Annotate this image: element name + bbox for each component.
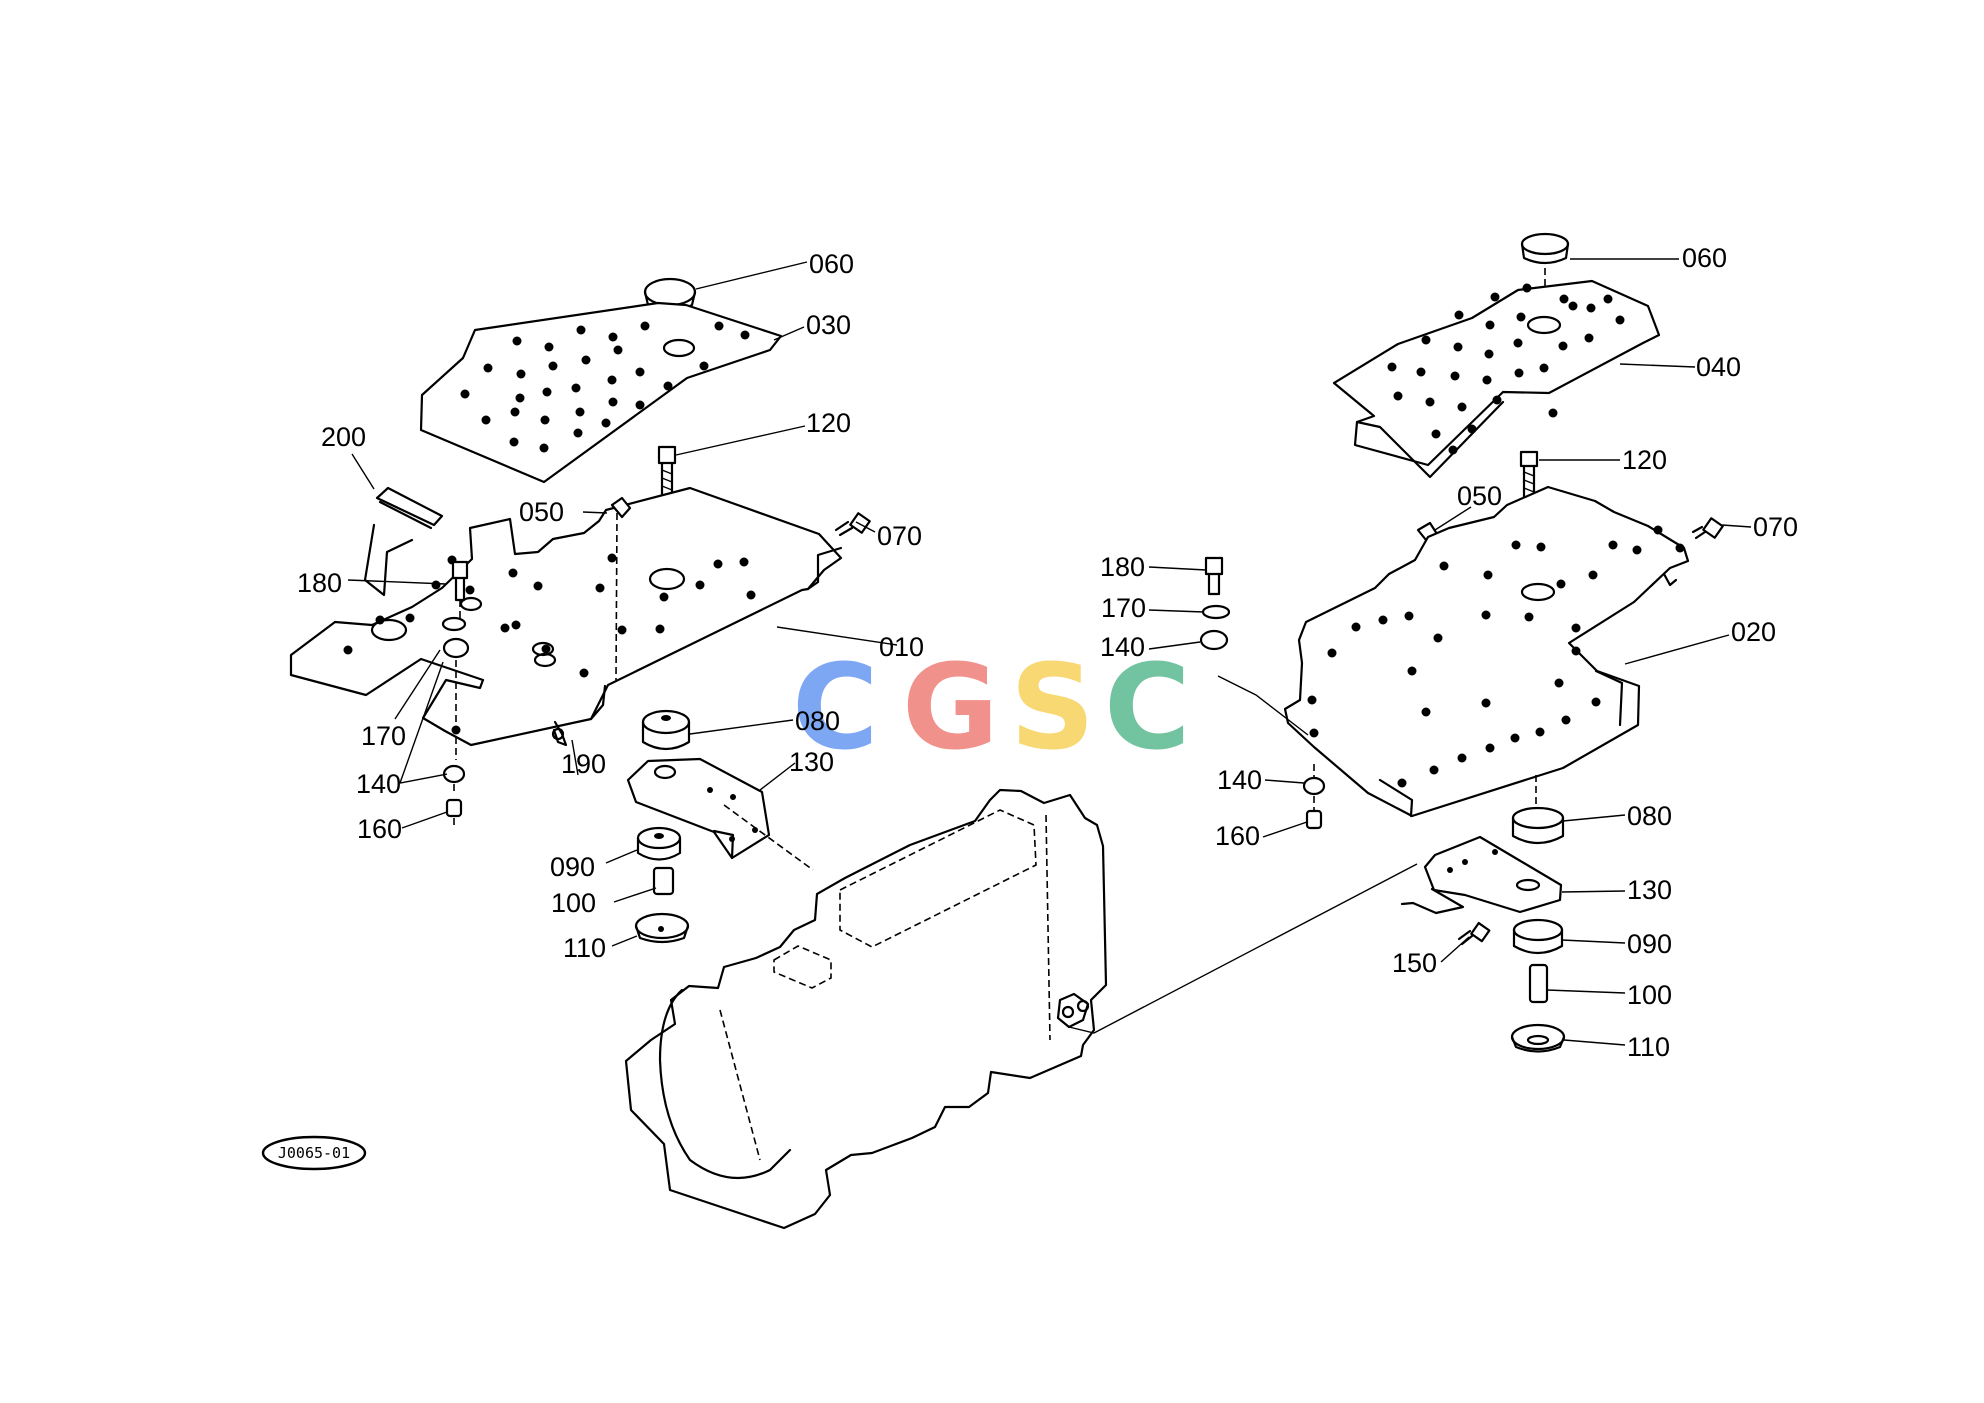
callout-110-right: 110	[1627, 1032, 1670, 1062]
callout-190: 190	[561, 749, 606, 779]
hardware-stack-right	[1199, 556, 1309, 736]
callout-080-left: 080	[795, 706, 840, 736]
step-mat-left-part	[419, 301, 783, 484]
leader-lines	[347, 258, 1752, 1046]
callout-160-right: 160	[1215, 821, 1260, 851]
step-plate-left-part	[289, 486, 843, 747]
callout-100-left: 100	[551, 888, 596, 918]
callout-200: 200	[321, 422, 366, 452]
callout-160-left: 160	[357, 814, 402, 844]
watermark: C G S C	[792, 638, 1191, 776]
hardware-lower-right	[1302, 764, 1326, 830]
callout-140-right-lower: 140	[1217, 765, 1262, 795]
callout-010: 010	[879, 632, 924, 662]
cushion-stack-right	[1510, 918, 1566, 1053]
rubber-cushion-080-right	[1511, 775, 1565, 845]
callouts-left: 060 030 120 200 050 070 180 010 170 080 …	[297, 249, 924, 963]
bolt-150-right	[1457, 921, 1491, 946]
bolt-070-left	[834, 512, 871, 537]
left-step-assembly	[289, 277, 871, 944]
callout-070-left: 070	[877, 521, 922, 551]
bracket-200	[363, 486, 444, 597]
callout-050-right: 050	[1457, 481, 1502, 511]
callout-020: 020	[1731, 617, 1776, 647]
callout-140-right: 140	[1100, 632, 1145, 662]
callout-080-right: 080	[1627, 801, 1672, 831]
callout-060-right: 060	[1682, 243, 1727, 273]
callout-100-right: 100	[1627, 980, 1672, 1010]
callout-130-right: 130	[1627, 875, 1672, 905]
callout-050-left: 050	[519, 497, 564, 527]
transmission-housing-part	[624, 788, 1108, 1230]
step-mat-right-part	[1332, 279, 1661, 479]
callout-170-right: 170	[1101, 593, 1146, 623]
watermark-letter-1: C	[792, 638, 879, 776]
callouts-right: 060 040 120 050 070 180 170 140 020 140 …	[1100, 243, 1798, 1062]
callout-170-left: 170	[361, 721, 406, 751]
callout-090-left: 090	[550, 852, 595, 882]
bracket-190	[551, 720, 568, 747]
watermark-letter-2: G	[902, 638, 999, 776]
cushion-stack-left	[634, 826, 690, 944]
step-mat-right-holes	[1387, 283, 1625, 455]
callout-040: 040	[1696, 352, 1741, 382]
callout-150: 150	[1392, 948, 1437, 978]
reference-code: J0065-01	[278, 1144, 350, 1162]
callout-030: 030	[806, 310, 851, 340]
hardware-stack-left	[441, 496, 632, 826]
callout-070-right: 070	[1753, 512, 1798, 542]
connector-line	[1068, 863, 1418, 1034]
callout-130-left: 130	[789, 747, 834, 777]
mount-bracket-130-left	[626, 757, 771, 860]
reference-code-badge: J0065-01	[261, 1135, 367, 1171]
callout-180-left: 180	[297, 568, 342, 598]
callout-120-left: 120	[806, 408, 851, 438]
callout-180-right: 180	[1100, 552, 1145, 582]
right-step-assembly	[1068, 232, 1724, 1053]
rubber-cap-part-right	[1520, 232, 1570, 290]
bolt-070-right	[1691, 517, 1724, 540]
watermark-letter-4: C	[1104, 638, 1191, 776]
callout-140-left: 140	[356, 769, 401, 799]
callout-060-left: 060	[809, 249, 854, 279]
rubber-cushion-080-left	[641, 709, 691, 751]
mount-bracket-130-right	[1400, 835, 1563, 915]
callout-120-right: 120	[1622, 445, 1667, 475]
callout-090-right: 090	[1627, 929, 1672, 959]
step-plate-right-part	[1283, 485, 1690, 818]
step-mat-left-holes	[460, 321, 750, 453]
watermark-letter-3: S	[1010, 638, 1095, 776]
callout-110-left: 110	[563, 933, 606, 963]
